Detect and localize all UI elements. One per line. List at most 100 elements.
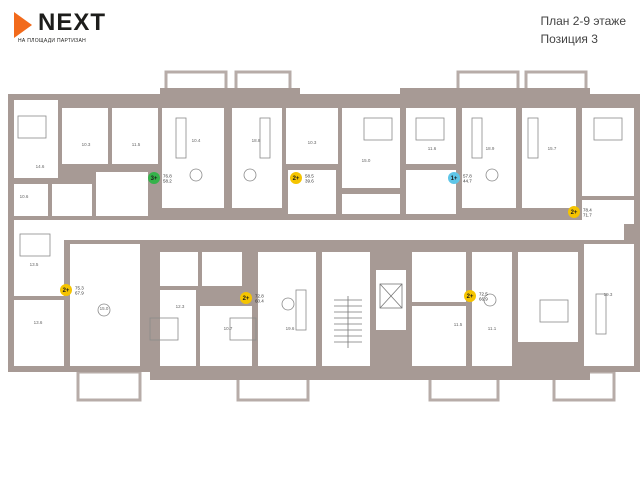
room: [584, 244, 634, 366]
bed-icon: [539, 299, 569, 323]
apartment-living-area: 71.7: [583, 213, 592, 218]
bed-icon: [17, 115, 47, 139]
room-area-label: 10.3: [308, 140, 317, 145]
logo-mark-icon: [14, 12, 32, 38]
room-labels: 14.6 10.3 11.5 10.4 18.8 10.3 15.0 11.6 18.9 15.7…: [20, 138, 613, 331]
room: [14, 184, 48, 216]
room-area-label: 15.7: [548, 146, 557, 151]
room: [14, 300, 64, 366]
apartment-area: 78.4: [583, 208, 592, 213]
room-area-label: 11.5: [132, 142, 141, 147]
room-count: 3+: [151, 176, 158, 182]
room-area-label: 18.9: [486, 146, 495, 151]
apartment-badge[interactable]: 2+ 58.539.6: [290, 172, 314, 184]
room: [462, 108, 516, 208]
apartment-living-area: 44.7: [463, 179, 472, 184]
elevator-shaft: [376, 270, 406, 330]
room-area-label: 19.3: [604, 292, 613, 297]
room: [258, 252, 316, 366]
room-area-label: 11.5: [454, 322, 463, 327]
balcony: [76, 370, 142, 402]
room: [342, 108, 400, 188]
sofa-icon: [175, 117, 187, 159]
apartment-living-area: 66.9: [479, 297, 488, 302]
table-icon: [243, 168, 257, 182]
room: [342, 194, 400, 214]
apartment-badge[interactable]: 2+78.471.7: [568, 206, 592, 218]
room: [518, 252, 578, 342]
room-area-label: 19.6: [286, 326, 295, 331]
furniture: [17, 115, 623, 341]
elevator-icon: [379, 283, 403, 309]
room-area-label: 10.6: [20, 194, 29, 199]
plan-position: Позиция 3: [540, 32, 598, 46]
apartment-area: 72.5: [479, 292, 488, 297]
apartment-living-area: 39.6: [305, 179, 314, 184]
apartment-badge[interactable]: 1+ 57.844.7: [448, 172, 472, 184]
room: [202, 252, 242, 286]
apartment-area: 72.8: [255, 294, 264, 299]
apartment-area: 58.5: [305, 174, 314, 179]
room: [62, 108, 108, 164]
apartment-living-area: 67.9: [75, 291, 84, 296]
room: [160, 252, 198, 286]
table-icon: [483, 293, 497, 307]
apartment-area: 76.8: [163, 174, 172, 179]
room-area-label: 18.8: [252, 138, 261, 143]
room: [70, 244, 140, 366]
room-count-circle: [568, 206, 580, 218]
room: [52, 184, 92, 216]
room-count-circle: [148, 172, 160, 184]
room-count: 2+: [293, 176, 300, 182]
apartment-area: 57.8: [463, 174, 472, 179]
room: [200, 306, 252, 366]
bed-icon: [229, 317, 257, 341]
sofa-icon: [259, 117, 271, 159]
apartment-living-area: 58.2: [163, 179, 172, 184]
corridor: [14, 220, 624, 240]
room: [232, 108, 282, 208]
stairwell: [322, 252, 370, 366]
room: [112, 108, 158, 164]
room-count-circle: [448, 172, 460, 184]
room-area-label: 13.6: [34, 320, 43, 325]
room-count-circle: [464, 290, 476, 302]
bed-icon: [593, 117, 623, 141]
table-icon: [189, 168, 203, 182]
room-area-label: 11.6: [428, 146, 437, 151]
room: [96, 172, 148, 216]
bed-icon: [415, 117, 445, 141]
room: [412, 252, 466, 302]
room: [286, 108, 338, 164]
room-area-label: 10.7: [224, 326, 233, 331]
room-count-circle: [290, 172, 302, 184]
apartment-living-area: 60.4: [255, 299, 264, 304]
apartment-badge[interactable]: 2+72.860.4: [240, 292, 264, 304]
room-count: 1+: [451, 176, 458, 182]
room: [14, 226, 64, 296]
room-count: 2+: [467, 294, 474, 300]
apartment-badge[interactable]: 3+ 76.858.2: [148, 172, 172, 184]
table-icon: [281, 297, 295, 311]
room-area-label: 14.6: [36, 164, 45, 169]
apartment-badge[interactable]: 2+75.367.9: [60, 284, 84, 296]
room: [406, 170, 456, 214]
apartment-badge[interactable]: 2+ 72.566.9: [464, 290, 488, 302]
room-area-label: 10.3: [82, 142, 91, 147]
sofa-icon: [295, 289, 307, 331]
room-area-label: 11.1: [488, 326, 497, 331]
room: [582, 108, 634, 196]
brand-name: NEXT: [38, 9, 107, 36]
brand-tagline: НА ПЛОЩАДИ ПАРТИЗАН: [18, 38, 87, 44]
bed-icon: [149, 317, 179, 341]
plan-header: План 2-9 этаже Позиция 3: [540, 12, 626, 48]
room: [472, 252, 512, 366]
room-area-label: 10.4: [192, 138, 201, 143]
room-area-label: 15.0: [362, 158, 371, 163]
sofa-icon: [527, 117, 539, 159]
table-icon: [485, 168, 499, 182]
room-count-circle: [60, 284, 72, 296]
apartment-area: 75.3: [75, 286, 84, 291]
